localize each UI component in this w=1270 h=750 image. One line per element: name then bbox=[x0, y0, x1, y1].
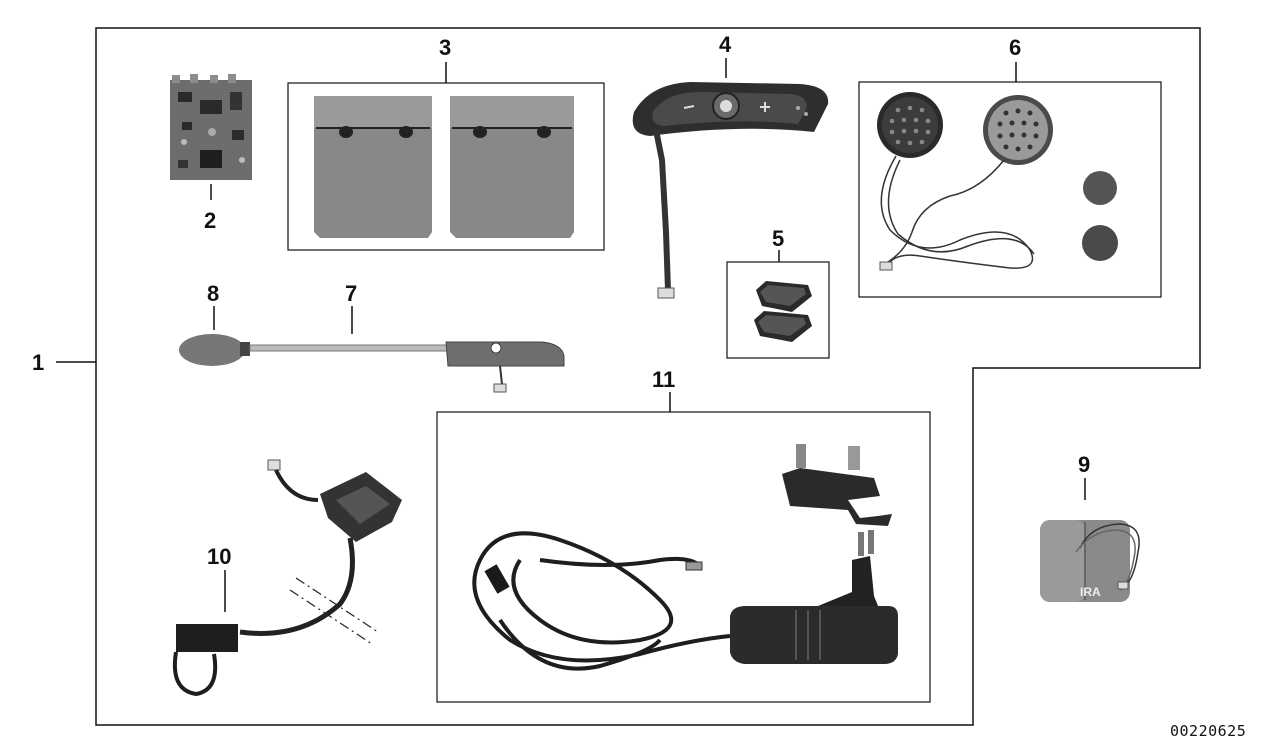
foam-pad-top bbox=[1083, 171, 1117, 205]
uk-plug-adapter bbox=[782, 444, 892, 526]
callout-6: 6 bbox=[1009, 35, 1022, 60]
callout-10: 10 bbox=[207, 544, 232, 569]
kit-outline bbox=[95, 27, 1201, 726]
charger-box bbox=[436, 411, 931, 703]
pad-top bbox=[756, 281, 812, 312]
speaker-left bbox=[877, 92, 943, 158]
callout-2: 2 bbox=[204, 208, 217, 233]
battery-brand-label: IRA bbox=[1080, 585, 1101, 599]
speakers-box bbox=[858, 81, 1162, 298]
pad-bottom bbox=[754, 311, 812, 342]
battery-part: IRA bbox=[1040, 520, 1140, 602]
speaker-right bbox=[983, 95, 1053, 165]
callout-4: 4 bbox=[719, 32, 732, 57]
callout-3: 3 bbox=[439, 35, 452, 60]
callout-9: 9 bbox=[1078, 452, 1091, 477]
foam-pad-bottom bbox=[1082, 225, 1118, 261]
usb-plug bbox=[685, 561, 703, 571]
pads-box bbox=[726, 261, 830, 359]
speaker-wires bbox=[880, 155, 1035, 269]
bag-right bbox=[450, 96, 574, 238]
callout-5: 5 bbox=[772, 226, 785, 251]
circuit-board-part bbox=[170, 74, 252, 180]
control-unit-part bbox=[632, 82, 829, 299]
callout-8: 8 bbox=[207, 281, 220, 306]
cable-harness-part bbox=[173, 459, 402, 697]
callout-7: 7 bbox=[345, 281, 358, 306]
reference-number: 00220625 bbox=[1170, 722, 1247, 740]
bag-left bbox=[314, 96, 432, 238]
callout-1: 1 bbox=[32, 350, 45, 375]
callout-11: 11 bbox=[652, 367, 676, 392]
cable-ferrite bbox=[484, 564, 510, 594]
charger-adapter bbox=[730, 530, 898, 664]
speaker-connector bbox=[879, 261, 893, 271]
charger-cable bbox=[472, 531, 731, 671]
microphone-part bbox=[179, 334, 565, 393]
